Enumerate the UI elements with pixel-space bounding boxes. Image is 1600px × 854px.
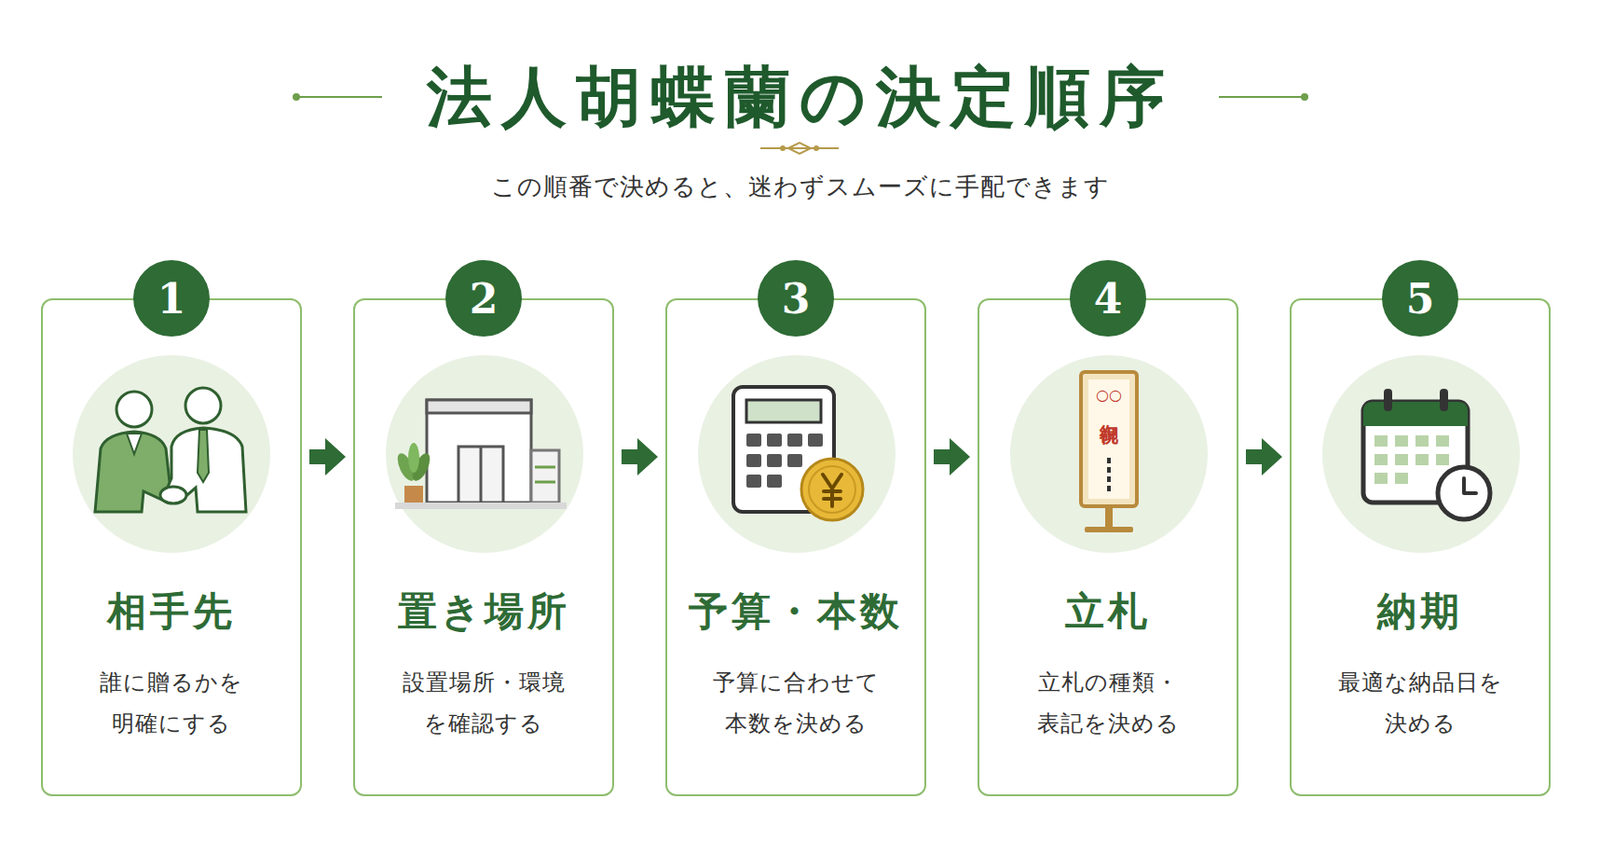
- step-number: 3: [757, 259, 835, 337]
- calendar-icon: [1322, 355, 1520, 553]
- step-number-text: 3: [781, 274, 811, 323]
- step-description: 誰に贈るかを 明確にする: [64, 661, 279, 744]
- flow-arrow: [621, 437, 658, 476]
- handshake-icon: [72, 355, 271, 553]
- step-description: 予算に合わせて 本数を決める: [688, 661, 903, 744]
- step-card: 予算・本数予算に合わせて 本数を決める3: [665, 298, 927, 796]
- sign-text: ○○: [1095, 385, 1122, 404]
- sign-icon: ○○ 御祝: [1010, 355, 1208, 553]
- flow-arrow: [309, 437, 346, 476]
- title-rule: [292, 93, 1309, 101]
- step-heading: 立札: [979, 585, 1237, 638]
- diagram-title: 法人胡蝶蘭の決定順序: [0, 52, 1600, 142]
- building-icon: [385, 355, 584, 553]
- step-number-text: 1: [157, 274, 187, 323]
- step-heading: 予算・本数: [667, 585, 925, 638]
- diagram-caption: この順番で決めると、迷わずスムーズに手配できます: [0, 169, 1600, 204]
- step-description: 立札の種類・ 表記を決める: [1000, 661, 1216, 744]
- step-number-text: 4: [1094, 274, 1123, 323]
- step-description: 設置場所・環境 を確認する: [376, 661, 591, 744]
- step-number: 4: [1069, 259, 1147, 337]
- step-description: 最適な納品日を 決める: [1312, 661, 1528, 744]
- calculator-icon: [697, 355, 896, 553]
- step-heading: 納期: [1291, 585, 1549, 638]
- flow-arrow: [933, 437, 971, 476]
- step-number: 2: [445, 259, 522, 337]
- step-number: 1: [133, 259, 210, 337]
- flow-arrow: [1245, 437, 1283, 476]
- step-card: 納期最適な納品日を 決める5: [1289, 298, 1551, 796]
- step-number-text: 2: [469, 274, 499, 323]
- step-heading: 相手先: [42, 585, 301, 638]
- step-card: 置き場所設置場所・環境 を確認する2: [353, 298, 615, 796]
- step-number-text: 5: [1406, 274, 1436, 323]
- sign-text: 御祝: [1097, 423, 1119, 446]
- step-card: 立札立札の種類・ 表記を決める4: [977, 298, 1239, 796]
- step-heading: 置き場所: [355, 585, 613, 638]
- step-card: 相手先誰に贈るかを 明確にする1: [41, 298, 302, 796]
- title-ornament: [760, 142, 839, 154]
- step-number: 5: [1381, 259, 1459, 337]
